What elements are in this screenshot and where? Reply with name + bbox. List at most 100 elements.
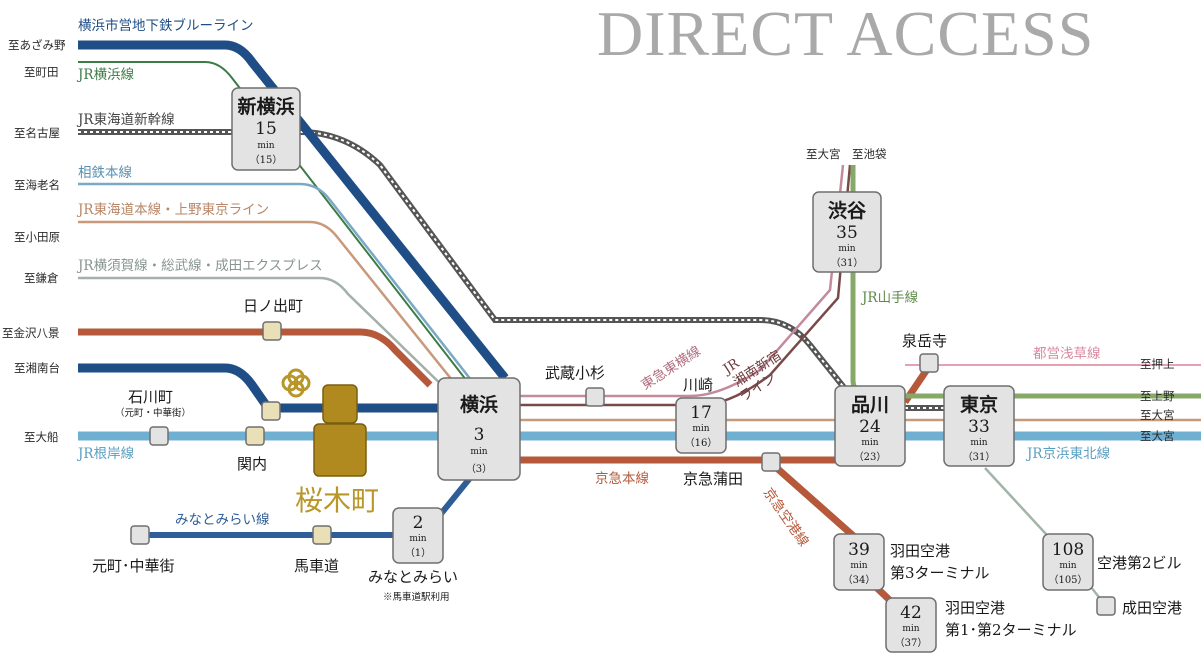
dest-oshiage: 至押上 [1140,357,1175,371]
station-box-minatomirai[interactable]: 2 min （1） [392,507,444,564]
box-kawasaki-unit: min [692,424,709,434]
box-yokohama-time: 3 [474,425,485,445]
station-marker-narita-airport[interactable] [1096,596,1116,616]
station-narita-airport: 成田空港 [1122,599,1182,617]
box-haneda-t3-alt: （34） [843,574,876,586]
box-shibuya-unit: min [838,244,855,254]
station-haneda-t3-1: 羽田空港 [890,542,950,560]
keikyu-line-kanazawa [78,328,433,388]
box-minatomirai-time: 2 [413,513,424,533]
station-box-tokyo[interactable]: 東京 33 min （31） [943,385,1015,467]
label-keikyu-main: 京急本線 [595,471,649,487]
label-tokaido: JR東海道本線・上野東京ライン [76,202,269,218]
box-airport2-time: 108 [1052,540,1084,560]
box-minatomirai-alt: （1） [405,547,431,559]
station-sengakuji: 泉岳寺 [902,332,947,350]
shinkansen-line [78,129,944,411]
station-musashikosugi: 武蔵小杉 [545,364,605,382]
station-box-haneda-t12[interactable]: 42 min （37） [885,597,937,653]
station-keikyu-kamata: 京急蒲田 [683,470,743,488]
jr-yokohama-line [78,61,471,386]
box-haneda-t12-unit: min [902,624,919,634]
label-yokosuka: JR横須賀線・総武線・成田エクスプレス [76,258,323,274]
station-marker-kannai-blue[interactable] [261,401,281,421]
dest-machida: 至町田 [24,65,59,79]
box-tokyo-time: 33 [968,417,990,437]
station-minatomirai-note: ※馬車道駅利用 [383,591,450,603]
station-marker-kannai[interactable] [245,426,265,446]
station-sakuragicho: 桜木町 [295,484,379,517]
box-shinagawa-unit: min [861,438,878,448]
label-minatomirai-line: みなとみらい線 [175,512,270,528]
station-haneda-t12-2: 第1･第2ターミナル [945,621,1077,639]
box-haneda-t3-unit: min [850,561,867,571]
station-marker-hinodecho[interactable] [262,321,282,341]
station-haneda-t3-2: 第3ターミナル [890,564,990,582]
box-shinagawa-alt: （23） [854,451,887,463]
box-shibuya-time: 35 [836,223,858,243]
tokaido-line [78,220,461,391]
station-ishikawacho-sub: （元町・中華街） [115,407,191,419]
dest-azamino: 至あざみ野 [8,38,66,52]
station-box-haneda-t3[interactable]: 39 min （34） [833,533,885,591]
dest-odawara: 至小田原 [14,230,60,244]
station-marker-musashikosugi[interactable] [585,387,605,407]
box-haneda-t12-time: 42 [900,603,922,623]
map-title: DIRECT ACCESS [597,0,1094,69]
station-airport-terminal2: 空港第2ビル [1097,554,1182,572]
station-kawasaki: 川崎 [683,376,713,394]
station-marker-motomachi[interactable] [130,525,150,545]
box-shin-yokohama-alt: （15） [250,154,283,166]
dest-omiya-r1: 至大宮 [1140,408,1175,422]
box-kawasaki-alt: （16） [685,437,718,449]
station-box-kawasaki[interactable]: 17 min （16） [675,397,727,454]
station-hinodecho: 日ノ出町 [243,297,303,315]
dest-omiya-r2: 至大宮 [1140,429,1175,443]
station-marker-ishikawacho[interactable] [149,426,169,446]
box-shinagawa-name: 品川 [851,394,889,416]
dest-ikebukuro: 至池袋 [852,147,887,161]
box-airport2-unit: min [1059,561,1076,571]
box-shibuya-alt: （31） [831,257,864,269]
box-haneda-t3-time: 39 [848,540,870,560]
box-yokohama-alt: （3） [466,463,492,475]
box-shin-yokohama-unit: min [257,141,274,151]
station-marker-bashamichi[interactable] [312,525,332,545]
station-ishikawacho: 石川町 [128,388,173,406]
station-marker-keikyu-kamata[interactable] [761,452,781,472]
box-shibuya-name: 渋谷 [828,199,867,222]
station-kannai: 関内 [237,455,267,473]
station-haneda-t12-1: 羽田空港 [945,599,1005,617]
box-airport2-alt: （105） [1048,574,1087,586]
blue-line-subway [78,40,509,381]
label-jr-negishi: JR根岸線 [76,446,135,462]
station-box-airport-terminal2[interactable]: 108 min （105） [1042,533,1094,591]
station-box-shibuya[interactable]: 渋谷 35 min （31） [812,191,882,273]
dest-shonandai: 至湘南台 [14,361,60,375]
label-sotetsu: 相鉄本線 [78,165,132,181]
label-blue-line: 横浜市営地下鉄ブルーライン [78,17,254,34]
label-asakusa: 都営浅草線 [1033,346,1101,362]
box-shinagawa-time: 24 [859,417,881,437]
box-shin-yokohama-time: 15 [255,119,277,139]
station-box-yokohama[interactable]: 横浜 3 min （3） [437,377,521,481]
yokosuka-line [78,276,453,396]
station-box-shinagawa[interactable]: 品川 24 min （23） [834,385,906,467]
blue-line-shonandai [78,363,440,413]
station-bashamichi: 馬車道 [294,557,339,575]
dest-ebina: 至海老名 [14,178,60,192]
tokyu-toyoko-line [520,164,845,398]
station-marker-sengakuji[interactable] [919,353,939,373]
label-keihin-tohoku: JR京浜東北線 [1025,446,1111,462]
sotetsu-line [78,182,476,386]
dest-kanazawa-hakkei: 至金沢八景 [2,326,60,340]
brand-logo-icon [281,368,311,398]
box-tokyo-name: 東京 [960,393,998,416]
station-box-shin-yokohama[interactable]: 新横浜 15 min （15） [231,87,301,171]
station-motomachi: 元町･中華街 [92,557,175,575]
sakuragicho-lower-block[interactable] [313,423,367,477]
box-yokohama-name: 横浜 [460,393,498,416]
label-jr-yokohama: JR横浜線 [76,67,135,83]
dest-omiya-top: 至大宮 [806,147,841,161]
